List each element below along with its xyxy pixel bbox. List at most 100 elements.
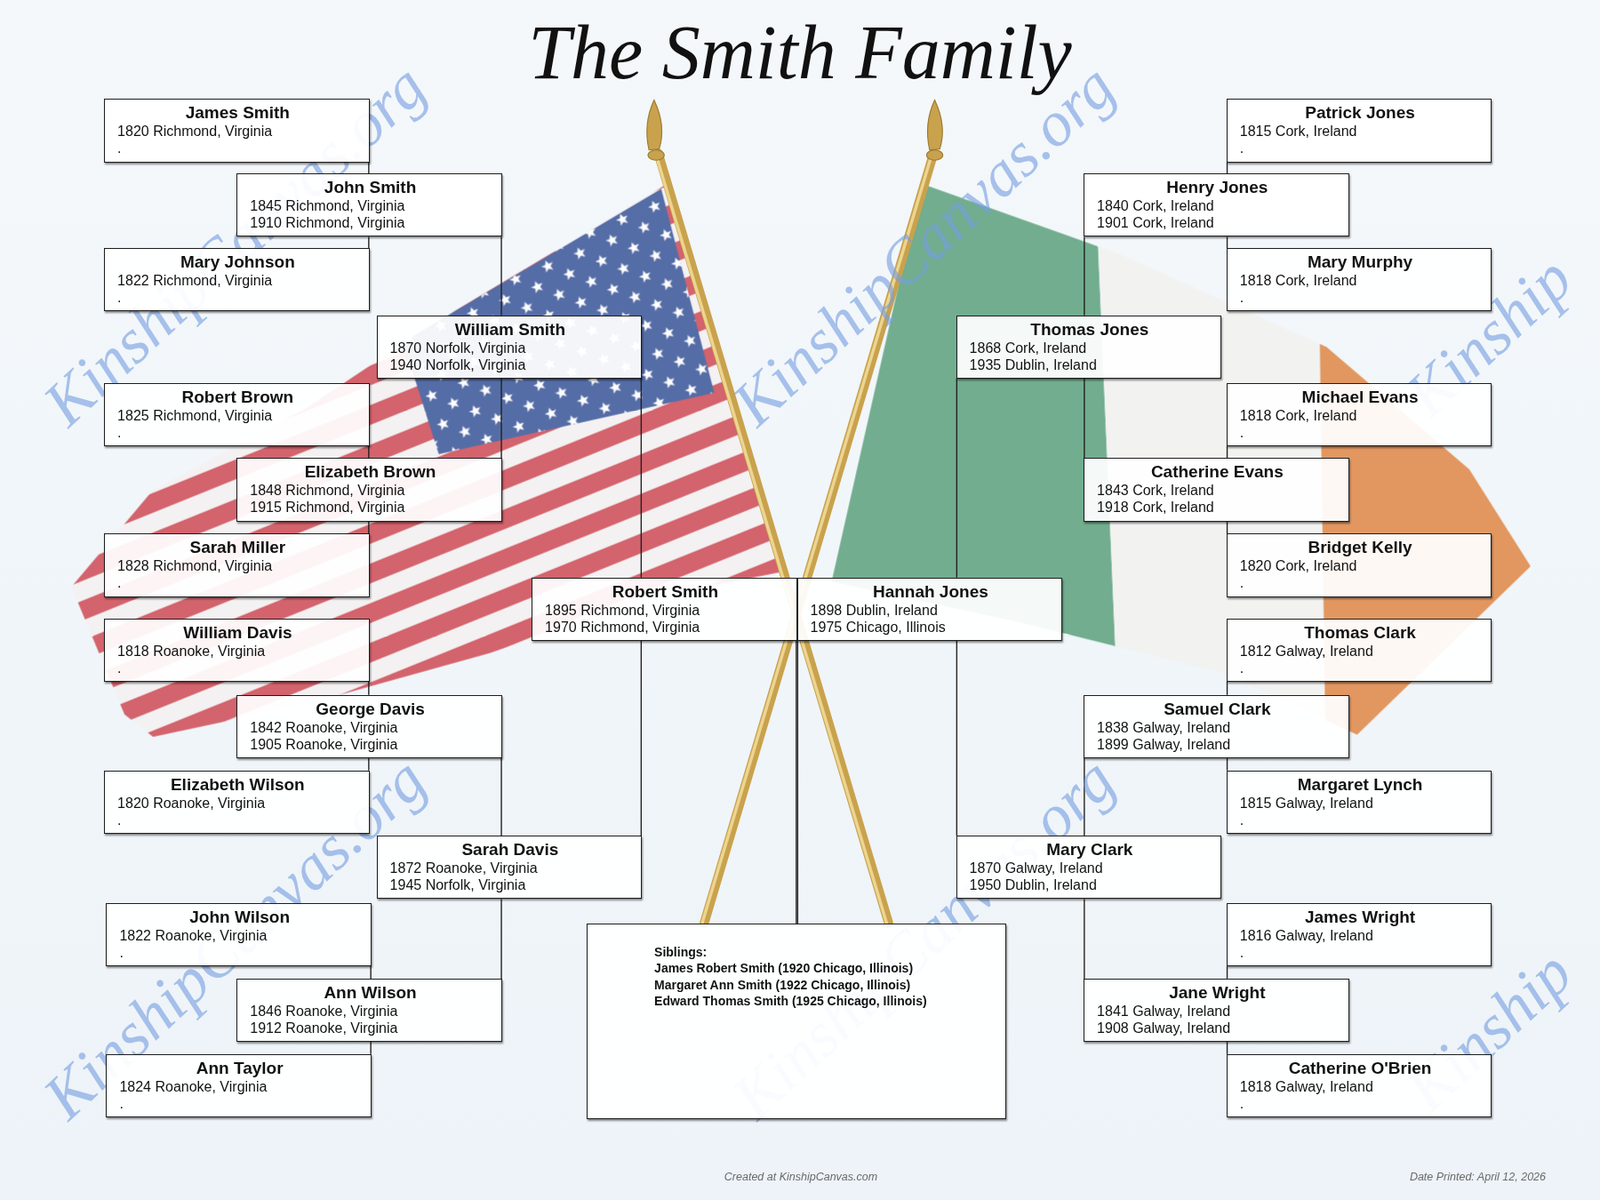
flags (71, 102, 1600, 817)
person-box: James Wright1816 Galway, Ireland. (1226, 903, 1493, 967)
lineage-line (1083, 898, 1085, 979)
person-box: Michael Evans1818 Cork, Ireland. (1226, 383, 1493, 447)
life-event: . (1240, 574, 1481, 592)
person-box: Robert Brown1825 Richmond, Virginia. (104, 383, 370, 447)
life-event: . (1240, 944, 1481, 961)
lineage-line (1226, 521, 1228, 535)
chart-title: The Smith Family (0, 14, 1600, 91)
person-name: Bridget Kelly (1240, 537, 1481, 558)
person-name: Margaret Lynch (1240, 775, 1481, 795)
life-event: 1918 Cork, Ireland (1096, 498, 1338, 516)
person-box: Henry Jones1840 Cork, Ireland1901 Cork, … (1083, 173, 1350, 237)
person-box: Bridget Kelly1820 Cork, Ireland. (1226, 533, 1493, 597)
life-event: 1846 Roanoke, Virginia (249, 1002, 491, 1020)
lineage-line (368, 236, 369, 248)
life-event: 1818 Cork, Ireland (1240, 407, 1481, 424)
person-box: John Wilson1822 Roanoke, Virginia. (105, 903, 372, 967)
person-name: Hannah Jones (810, 582, 1052, 602)
lineage-line (1226, 1041, 1228, 1055)
print-date: Date Printed: April 12, 2026 (1409, 1170, 1546, 1184)
life-event: 1840 Cork, Ireland (1096, 197, 1338, 215)
person-name: Robert Smith (544, 582, 786, 602)
person-name: James Smith (117, 103, 359, 123)
person-name: Thomas Jones (969, 320, 1211, 340)
person-name: Michael Evans (1240, 387, 1481, 408)
life-event: 1935 Dublin, Ireland (969, 356, 1211, 374)
person-box: Elizabeth Brown1848 Richmond, Virginia19… (236, 457, 503, 521)
person-box: Margaret Lynch1815 Galway, Ireland. (1226, 770, 1493, 834)
life-event: . (1240, 1095, 1481, 1112)
person-name: Jane Wright (1096, 983, 1338, 1003)
life-event: . (117, 288, 359, 306)
life-event: 1970 Richmond, Virginia (544, 618, 786, 636)
person-name: Mary Clark (969, 840, 1211, 860)
life-event: . (1240, 424, 1481, 441)
person-box: Catherine O'Brien1818 Galway, Ireland. (1226, 1054, 1493, 1118)
life-event: 1812 Galway, Ireland (1240, 642, 1481, 660)
lineage-line (640, 640, 642, 836)
person-box: Thomas Clark1812 Galway, Ireland. (1226, 618, 1493, 682)
pole-finial (648, 150, 664, 160)
lineage-line (500, 898, 502, 979)
life-event: 1843 Cork, Ireland (1096, 481, 1338, 499)
life-event: 1868 Cork, Ireland (969, 339, 1211, 357)
life-event: 1950 Dublin, Ireland (969, 876, 1211, 894)
life-event: . (117, 659, 359, 677)
person-box: Catherine Evans1843 Cork, Ireland1918 Co… (1083, 457, 1350, 521)
person-box: Sarah Miller1828 Richmond, Virginia. (104, 533, 370, 597)
person-name: Henry Jones (1096, 177, 1338, 198)
person-name: Elizabeth Wilson (117, 775, 359, 795)
life-event: . (1240, 288, 1481, 306)
person-box: Samuel Clark1838 Galway, Ireland1899 Gal… (1083, 695, 1350, 759)
person-box: William Smith1870 Norfolk, Virginia1940 … (376, 315, 643, 379)
life-event: 1820 Cork, Ireland (1240, 557, 1481, 575)
person-box: Patrick Jones1815 Cork, Ireland. (1226, 98, 1493, 162)
lineage-line (1083, 378, 1085, 459)
life-event: 1842 Roanoke, Virginia (249, 719, 491, 736)
lineage-line (368, 446, 369, 459)
person-box: Mary Murphy1818 Cork, Ireland. (1226, 248, 1493, 312)
sibling-entry: Edward Thomas Smith (1925 Chicago, Illin… (654, 992, 997, 1010)
lineage-line (500, 236, 502, 315)
lineage-line (368, 521, 369, 535)
footer-credit: Created at KinshipCanvas.com (724, 1170, 878, 1184)
lineage-line (1226, 446, 1228, 459)
life-event: 1838 Galway, Ireland (1096, 719, 1338, 736)
person-name: Catherine Evans (1096, 462, 1338, 482)
pole-finial (926, 150, 943, 160)
person-name: Sarah Davis (390, 840, 632, 860)
lineage-line (1083, 236, 1085, 315)
life-event: . (119, 1095, 360, 1112)
life-event: . (119, 944, 360, 961)
life-event: 1975 Chicago, Illinois (810, 618, 1052, 636)
life-event: 1901 Cork, Ireland (1096, 214, 1338, 232)
siblings-box: Siblings:James Robert Smith (1920 Chicag… (586, 923, 1007, 1120)
person-name: Ann Taylor (119, 1058, 360, 1079)
life-event: 1912 Roanoke, Virginia (249, 1019, 491, 1037)
lineage-line (500, 378, 502, 459)
person-name: Elizabeth Brown (249, 462, 491, 482)
life-event: 1818 Galway, Ireland (1240, 1078, 1481, 1096)
life-event: 1816 Galway, Ireland (1240, 927, 1481, 944)
lineage-line (795, 640, 797, 924)
life-event: 1818 Roanoke, Virginia (117, 642, 359, 660)
life-event: . (117, 139, 359, 157)
person-name: Mary Murphy (1240, 252, 1481, 272)
life-event: 1825 Richmond, Virginia (117, 407, 359, 424)
person-box: Mary Johnson1822 Richmond, Virginia. (104, 248, 370, 312)
life-event: 1940 Norfolk, Virginia (390, 356, 632, 374)
person-box: Sarah Davis1872 Roanoke, Virginia1945 No… (376, 835, 643, 899)
life-event: 1818 Cork, Ireland (1240, 272, 1481, 289)
person-name: Patrick Jones (1240, 103, 1481, 123)
sibling-entry: James Robert Smith (1920 Chicago, Illino… (654, 960, 997, 977)
life-event: 1910 Richmond, Virginia (249, 214, 491, 232)
person-name: James Wright (1240, 907, 1481, 928)
lineage-line (1226, 966, 1228, 979)
life-event: 1822 Richmond, Virginia (117, 272, 359, 289)
life-event: . (1240, 139, 1481, 157)
lineage-line (956, 640, 958, 836)
life-event: 1945 Norfolk, Virginia (390, 876, 632, 894)
life-event: 1848 Richmond, Virginia (249, 481, 491, 499)
person-name: Thomas Clark (1240, 623, 1481, 643)
lineage-line (640, 378, 642, 578)
